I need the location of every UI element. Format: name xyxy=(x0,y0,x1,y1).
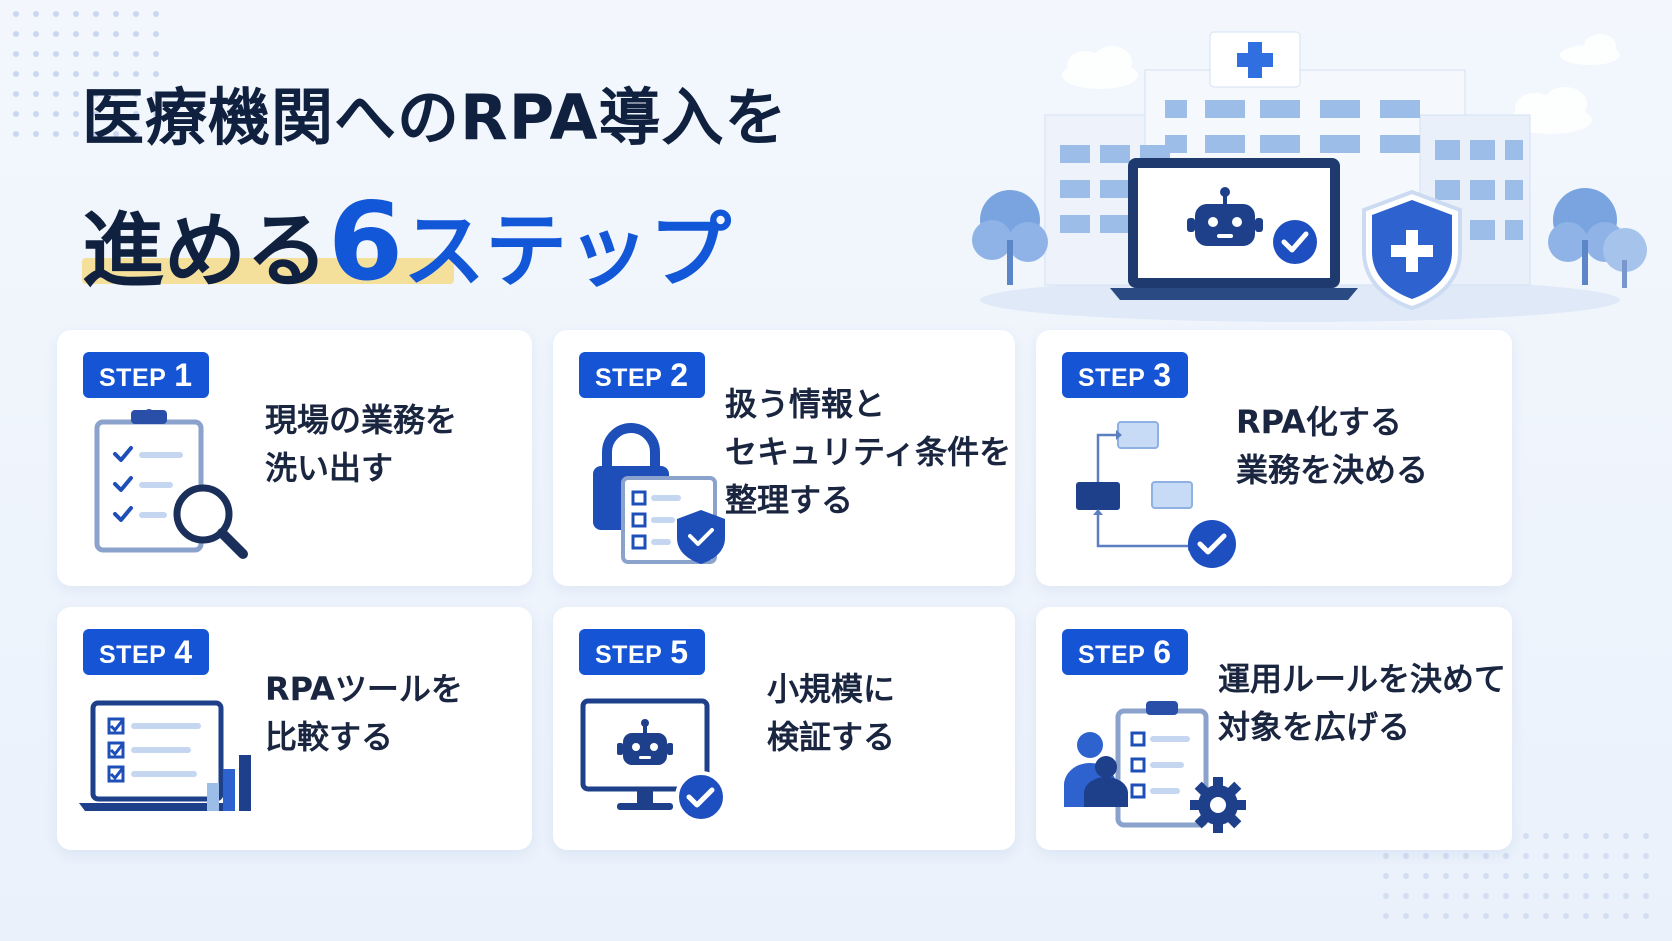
hospital-illustration xyxy=(972,31,1647,322)
step-3-text: RPA化する 業務を決める xyxy=(1236,398,1428,494)
lock-checklist-shield-icon xyxy=(593,423,725,564)
monitor-robot-check-icon xyxy=(580,698,727,823)
step-6-text: 運用ルールを決めて 対象を広げる xyxy=(1218,655,1506,751)
title-highlight xyxy=(82,258,454,284)
step-2-text: 扱う情報と セキュリティ条件を 整理する xyxy=(725,380,1011,524)
step-4-line-1: RPAツールを xyxy=(265,670,463,708)
step-1-line-2: 洗い出す xyxy=(265,449,394,487)
robot-icon xyxy=(1187,187,1263,246)
dot-pattern-top-left xyxy=(10,8,160,138)
step-1-line-1: 現場の業務を xyxy=(265,401,458,439)
title-suffix: ステップ xyxy=(403,204,732,299)
step-5-text: 小規模に 検証する xyxy=(767,665,895,761)
page-title-line1: 医療機関へのRPA導入を xyxy=(82,81,788,154)
step-1-text: 現場の業務を 洗い出す xyxy=(265,396,457,492)
laptop-chart-icon xyxy=(79,700,251,811)
step-4-text: RPAツールを 比較する xyxy=(265,665,463,761)
team-clipboard-gear-icon xyxy=(1064,701,1246,833)
step-2-line-3: 整理する xyxy=(725,481,854,519)
flowchart-check-icon xyxy=(1076,421,1236,568)
title-step-count: 6 xyxy=(328,180,404,305)
check-circle-icon xyxy=(1273,220,1317,264)
clipboard-search-icon xyxy=(94,409,248,559)
step-5-line-2: 検証する xyxy=(767,718,896,756)
step-5-line-1: 小規模に xyxy=(767,670,896,708)
shield-medical-icon xyxy=(1362,189,1462,311)
step-3-line-1: RPA化する xyxy=(1236,403,1402,441)
step-6-line-2: 対象を広げる xyxy=(1218,708,1411,746)
step-2-line-1: 扱う情報と xyxy=(725,385,886,423)
step-2-line-2: セキュリティ条件を xyxy=(725,433,1012,471)
tree-icon xyxy=(972,188,1647,288)
title-prefix: 進める xyxy=(82,204,329,299)
page-title-line2: 進める6ステップ xyxy=(82,188,731,329)
step-4-line-2: 比較する xyxy=(265,718,394,756)
step-6-line-1: 運用ルールを決めて xyxy=(1218,660,1507,698)
step-3-line-2: 業務を決める xyxy=(1236,451,1429,489)
cloud-icon xyxy=(1062,34,1620,134)
